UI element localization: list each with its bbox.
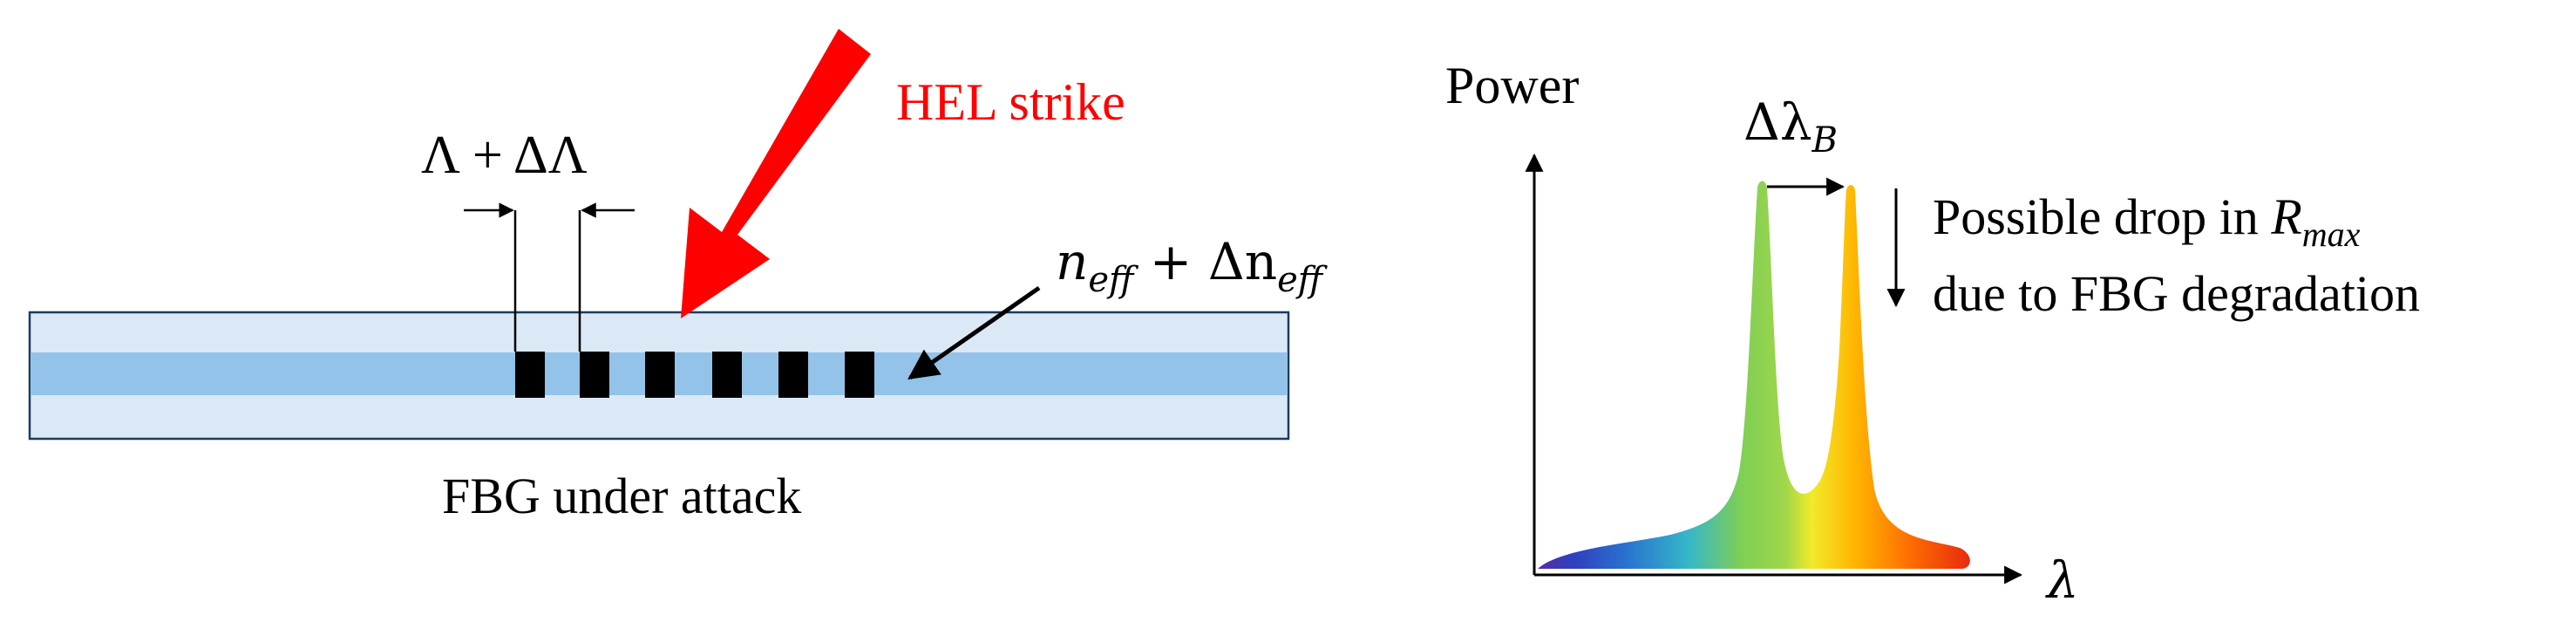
reflectivity-note-line1: Possible drop in Rmax	[1933, 188, 2361, 254]
bragg-shift-label: ΔλB	[1743, 92, 1838, 161]
grating-line	[778, 352, 808, 398]
fiber-diagram: Λ + ΔΛ HEL strike neff + Δneff FBG under…	[28, 29, 1329, 524]
grating-line	[845, 352, 874, 398]
index-pointer-arrow	[907, 285, 1041, 380]
spectrum-plot: Power λ ΔλB Possible drop in Rmax due to…	[1445, 57, 2420, 610]
grating-line	[645, 352, 675, 398]
reflection-spectrum	[1538, 181, 1970, 569]
hel-strike-arrow	[681, 29, 871, 318]
grating-line	[580, 352, 609, 398]
grating-line	[515, 352, 545, 398]
grating-line	[712, 352, 742, 398]
y-axis-label: Power	[1445, 57, 1579, 114]
hel-strike-label: HEL strike	[896, 73, 1125, 131]
fbg-caption: FBG under attack	[442, 468, 801, 524]
index-label: neff + Δneff	[1056, 232, 1329, 300]
period-dimension	[464, 202, 635, 352]
x-axis-label: λ	[2045, 550, 2079, 610]
reflectivity-note-line2: due to FBG degradation	[1933, 265, 2420, 322]
grating-pattern	[515, 352, 874, 398]
period-label: Λ + ΔΛ	[421, 126, 588, 185]
